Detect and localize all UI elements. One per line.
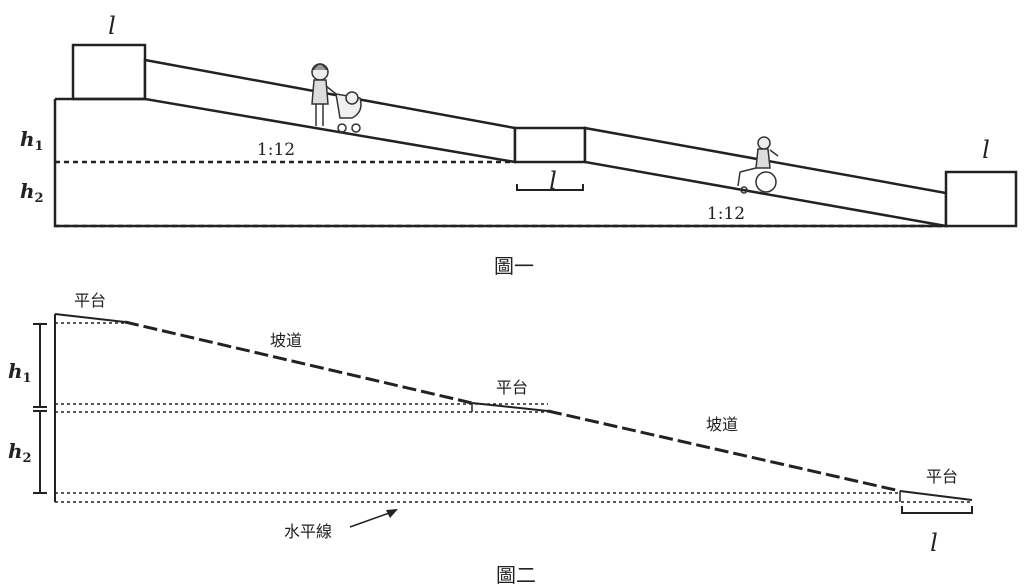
- fig2-lower-ramp-line: [547, 409, 901, 493]
- fig1-h1-label: h1: [20, 127, 44, 154]
- fig2-lower-ramp-label: 坡道: [706, 415, 738, 434]
- fig2-upper-ramp-label: 坡道: [270, 331, 302, 350]
- fig1-top-platform: [71, 43, 147, 101]
- fig1-length-bracket: [516, 184, 584, 191]
- fig2-h1-label: h1: [8, 359, 32, 386]
- fig1-top-platform-length-label: l: [108, 12, 116, 40]
- fig2-caption: 圖二: [496, 563, 536, 587]
- fig1-upper-ramp: [143, 58, 517, 164]
- fig1-caption: 圖一: [494, 254, 534, 278]
- fig2-h2-label: h2: [8, 439, 32, 466]
- fig1-middle-platform-length-label: l: [549, 167, 557, 195]
- fig2-horizontal-arrow: [349, 511, 393, 528]
- woman-with-stroller-icon: [311, 63, 362, 133]
- fig1-upper-ramp-ratio: 1:12: [257, 140, 295, 160]
- figure-2: [33, 313, 973, 528]
- fig1-middle-platform: [513, 126, 587, 164]
- fig2-bottom-platform-label: 平台: [926, 467, 958, 486]
- fig1-lower-ramp-ratio: 1:12: [707, 204, 745, 224]
- fig2-middle-platform-line: [471, 402, 549, 412]
- fig2-platform-length-label: l: [930, 529, 938, 557]
- fig2-middle-platform-label: 平台: [496, 378, 528, 397]
- fig2-horizontal-arrowhead: [386, 509, 398, 518]
- fig2-top-platform-label: 平台: [74, 291, 106, 310]
- fig2-upper-ramp-line: [124, 320, 473, 405]
- fig1-h2-label: h2: [20, 179, 44, 206]
- fig1-bottom-platform-length-label: l: [982, 136, 990, 164]
- figure-1: [53, 43, 1018, 228]
- fig2-horizontal-line-label: 水平線: [284, 522, 332, 541]
- fig2-length-bracket: [901, 506, 973, 514]
- wheelchair-user-icon: [737, 136, 779, 194]
- fig1-bottom-platform: [944, 170, 1018, 228]
- fig2-top-platform-line: [54, 313, 126, 323]
- fig2-bottom-platform-line: [899, 490, 973, 501]
